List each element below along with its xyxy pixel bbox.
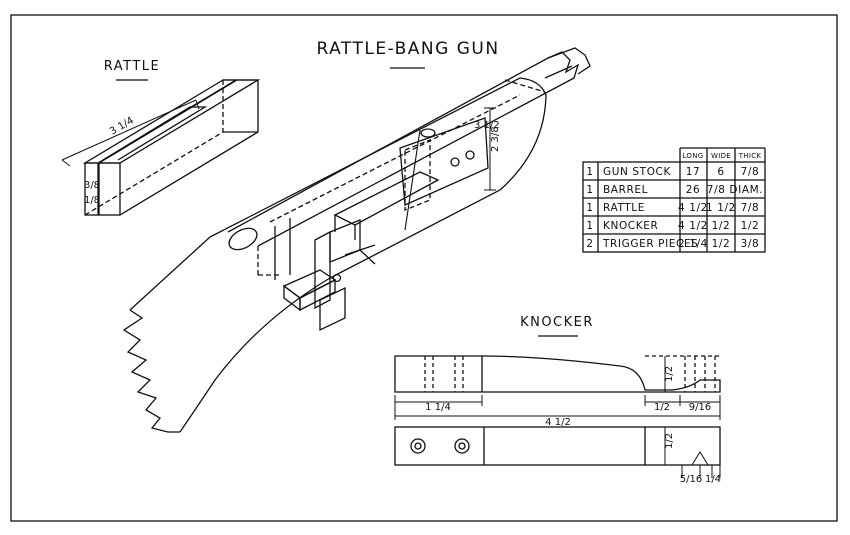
table-long: 4 1/2 xyxy=(678,220,708,232)
drawing-title: RATTLE-BANG GUN xyxy=(316,39,499,59)
table-thick: 7/8 xyxy=(741,166,760,178)
sheet-border xyxy=(10,14,838,522)
knocker-label: KNOCKER xyxy=(520,315,594,330)
table-header-thick: THICK xyxy=(738,152,762,160)
table-long: 2 1/4 xyxy=(678,238,708,250)
table-qty: 1 xyxy=(586,184,593,196)
table-header-wide: WIDE xyxy=(711,152,731,160)
table-qty: 2 xyxy=(586,238,593,250)
table-thick: 3/8 xyxy=(741,238,760,250)
table-header-long: LONG xyxy=(682,152,703,160)
table-name: KNOCKER xyxy=(603,220,658,232)
table-long: 4 1/2 xyxy=(678,202,708,214)
table-qty: 1 xyxy=(586,202,593,214)
knocker-dim-a: 1 1/4 xyxy=(425,402,451,413)
table-wide: 1/2 xyxy=(712,238,731,250)
table-name: RATTLE xyxy=(603,202,645,214)
knocker-dim-e: 1/4 xyxy=(705,474,721,485)
table-wide: 6 xyxy=(717,166,724,178)
table-name: GUN STOCK xyxy=(603,166,671,178)
table-name: TRIGGER PIECES xyxy=(602,238,698,250)
rattle-width-dim-a: 3/8 xyxy=(84,180,100,191)
table-thick: 7/8 xyxy=(741,202,760,214)
table-wide: 1 1/2 xyxy=(706,202,736,214)
knocker-top-view xyxy=(394,426,721,478)
table-wide: 7/8 DIAM. xyxy=(707,184,763,196)
table-wide: 1/2 xyxy=(712,220,731,232)
rattle-drawing: RATTLE xyxy=(61,59,261,216)
material-table: LONG WIDE THICK 1 GUN STOCK 17 6 7/8 1 B… xyxy=(582,147,766,253)
table-qty: 1 xyxy=(586,220,593,232)
table-long: 17 xyxy=(686,166,701,178)
rattle-width-dim-b: 1/8 xyxy=(84,195,100,206)
stock-dim-a: 3 1/2 xyxy=(474,120,500,131)
table-long: 26 xyxy=(686,184,701,196)
table-name: BARREL xyxy=(603,184,648,196)
knocker-dim-c: 9/16 xyxy=(689,402,711,413)
knocker-dim-b: 1/2 xyxy=(654,402,670,413)
rattle-label: RATTLE xyxy=(104,59,161,74)
table-thick: 1/2 xyxy=(741,220,760,232)
stock-dim-b: 2 3/8 xyxy=(490,126,501,152)
knocker-dim-d: 5/16 xyxy=(680,474,702,485)
table-qty: 1 xyxy=(586,166,593,178)
knocker-dim-total: 4 1/2 xyxy=(545,417,571,428)
knocker-dim-h1: 1/2 xyxy=(664,366,675,382)
knocker-side-view xyxy=(394,355,721,420)
knocker-dim-h2: 1/2 xyxy=(664,433,675,449)
gun-drawing xyxy=(122,47,591,433)
